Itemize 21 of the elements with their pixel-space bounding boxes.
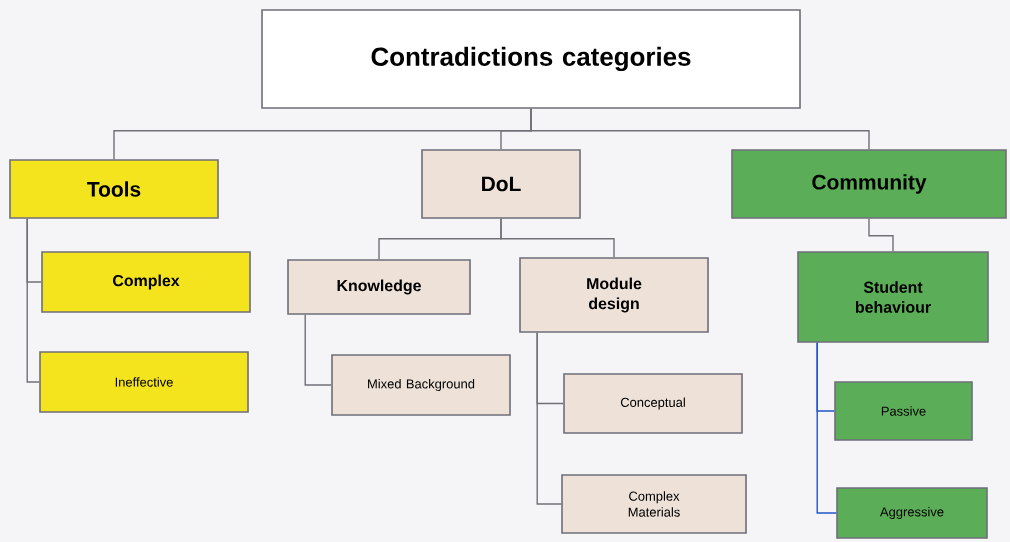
- subcategory-box: Mixed Background: [331, 354, 511, 416]
- connector-line: [536, 332, 562, 505]
- subcategory-box: Knowledge: [287, 259, 471, 315]
- subcategory-box: Complex: [41, 251, 251, 313]
- connector-line: [530, 108, 870, 150]
- category-box: Tools: [9, 159, 219, 219]
- category-box: DoL: [421, 149, 581, 219]
- category-box: Community: [731, 149, 1007, 219]
- subcategory-box: Module design: [519, 257, 709, 333]
- connector-line: [304, 314, 332, 386]
- subcategory-box: Conceptual: [563, 373, 743, 434]
- connector-line: [816, 342, 837, 514]
- subcategory-box: Passive: [834, 381, 973, 441]
- root-box: Contradictions categories: [261, 9, 801, 109]
- connector-line: [26, 218, 40, 383]
- connector-line: [868, 218, 894, 252]
- subcategory-box: Aggressive: [836, 487, 988, 539]
- subcategory-box: Complex Materials: [561, 474, 747, 534]
- connector-line: [500, 218, 615, 258]
- subcategory-box: Student behaviour: [797, 251, 989, 343]
- subcategory-box: Ineffective: [39, 351, 249, 413]
